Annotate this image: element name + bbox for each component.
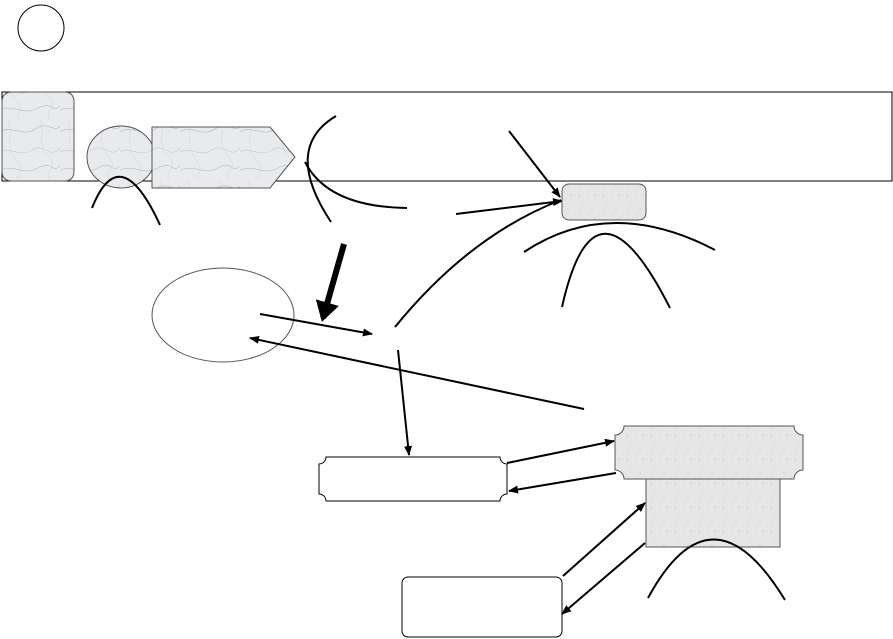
swoosh-curve-top xyxy=(304,161,408,209)
arrow-diagonal-to-granite-top xyxy=(508,130,561,198)
mid-left-box xyxy=(318,456,508,502)
thick-down-arrow xyxy=(315,243,347,322)
marble-rounded-tile xyxy=(1,91,75,182)
granite-top-box xyxy=(561,183,647,221)
arrow-horizontal-to-granite-top xyxy=(455,198,563,215)
marble-circle-node xyxy=(86,125,156,189)
arch-curve-narrow xyxy=(561,232,671,309)
bottom-box xyxy=(401,576,563,638)
arrow-right-to-mid xyxy=(508,472,617,494)
arch-curve-bottom-right xyxy=(647,538,786,601)
arrow-bottom-to-lower xyxy=(562,502,646,577)
arrow-ellipse-right xyxy=(259,313,373,337)
granite-lower-box xyxy=(645,478,781,548)
granite-mid-right-box xyxy=(614,425,804,480)
arrow-long-left xyxy=(249,335,585,410)
arrow-mid-to-right xyxy=(506,438,615,464)
arrow-lower-to-bottom xyxy=(561,542,646,615)
marble-pentagon-arrow-node xyxy=(151,126,296,189)
bracket-curve-top xyxy=(306,115,337,223)
small-circle-node xyxy=(17,4,65,52)
arrow-down-to-mid-box xyxy=(397,349,413,456)
ellipse-node xyxy=(151,267,295,363)
long-curve-to-granite-top xyxy=(394,199,562,328)
arch-curve-left xyxy=(91,175,161,226)
arch-curve-wide xyxy=(523,222,716,253)
